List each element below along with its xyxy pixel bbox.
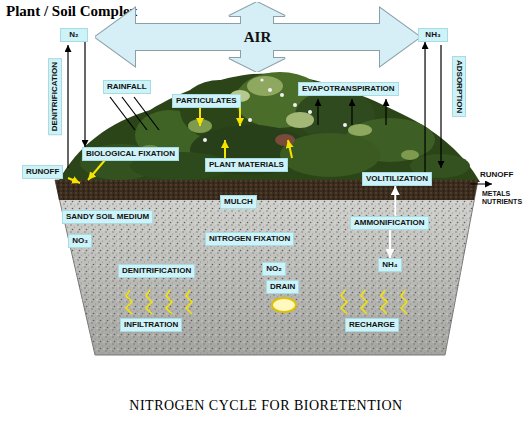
node-label: N₂ <box>64 30 84 40</box>
sand-layer <box>55 180 478 355</box>
node-label: NO₂ <box>266 264 282 274</box>
part-box: DRAIN <box>266 280 299 294</box>
process-box: PARTICULATES <box>172 94 241 108</box>
node-label: SANDY SOIL MEDIUM <box>66 212 149 222</box>
node-label: RUNOFF <box>26 167 59 177</box>
compound-box: NO₃ <box>68 234 92 248</box>
node-label: AMMONIFICATION <box>354 218 425 228</box>
compound-box: N₂ <box>60 28 88 42</box>
air-arrow: AIR <box>95 2 420 72</box>
process-box: BIOLOGICAL FIXATION <box>82 147 179 161</box>
plant-mound <box>58 73 480 182</box>
flow-arrow <box>84 42 85 147</box>
node-label: PARTICULATES <box>176 96 237 106</box>
process-box: DENITRIFICATION <box>118 264 195 278</box>
rain-lines <box>110 97 159 130</box>
sand-texture <box>55 180 478 355</box>
process-box: INFILTRATION <box>120 318 182 332</box>
compound-box: NH₃ <box>418 28 448 42</box>
node-label: PLANT MATERIALS <box>209 160 284 170</box>
process-box: AMMONIFICATION <box>350 216 429 230</box>
node-label: ADSORPTION <box>454 60 464 113</box>
node-label: DENITRIFICATION <box>50 62 60 131</box>
node-label: DRAIN <box>270 282 295 292</box>
compound-box: NH₄ <box>378 258 402 272</box>
drain-pipe <box>272 298 296 312</box>
evapotranspiration-arrows <box>318 99 386 125</box>
node-label: NITROGEN FIXATION <box>209 234 290 244</box>
process-box: RAINFALL <box>103 80 151 94</box>
yellow-arrows <box>68 108 292 183</box>
layer-box: MULCH <box>220 195 257 209</box>
node-label: EVAPOTRANSPIRATION <box>302 84 395 94</box>
process-box: RECHARGE <box>345 318 399 332</box>
flow-arrow <box>389 230 391 258</box>
denitrification-arrow <box>67 45 68 168</box>
flow-arrow <box>394 186 396 216</box>
node-label: INFILTRATION <box>124 320 178 330</box>
flow-arrow <box>424 42 425 172</box>
adsorption-arrow <box>440 45 441 168</box>
note-label: METALS NUTRIENTS <box>482 190 526 206</box>
diagram-title: Plant / Soil Complex <box>6 3 137 20</box>
process-box: ADSORPTION <box>452 56 466 117</box>
process-box: RUNOFF <box>22 165 63 179</box>
node-label: RAINFALL <box>107 82 147 92</box>
node-label: AIR <box>244 29 272 46</box>
note-label: RUNOFF <box>480 170 530 180</box>
process-box: DENITRIFICATION <box>48 58 62 135</box>
node-label: NH₃ <box>422 30 444 40</box>
node-label: MULCH <box>224 197 253 207</box>
node-label: VOLITILIZATION <box>366 174 428 184</box>
process-box: NITROGEN FIXATION <box>205 232 294 246</box>
compound-box: NO₂ <box>262 262 286 276</box>
node-label: BIOLOGICAL FIXATION <box>86 149 175 159</box>
diagram-caption: NITROGEN CYCLE FOR BIORETENTION <box>0 398 532 414</box>
process-box: PLANT MATERIALS <box>205 158 288 172</box>
process-box: EVAPOTRANSPIRATION <box>298 82 399 96</box>
node-label: DENITRIFICATION <box>122 266 191 276</box>
layer-box: SANDY SOIL MEDIUM <box>62 210 153 224</box>
node-label: RECHARGE <box>349 320 395 330</box>
node-label: NO₃ <box>72 236 88 246</box>
process-box: VOLITILIZATION <box>362 172 432 186</box>
foliage <box>80 72 470 180</box>
node-label: NH₄ <box>382 260 398 270</box>
runoff-arrow <box>470 184 492 185</box>
